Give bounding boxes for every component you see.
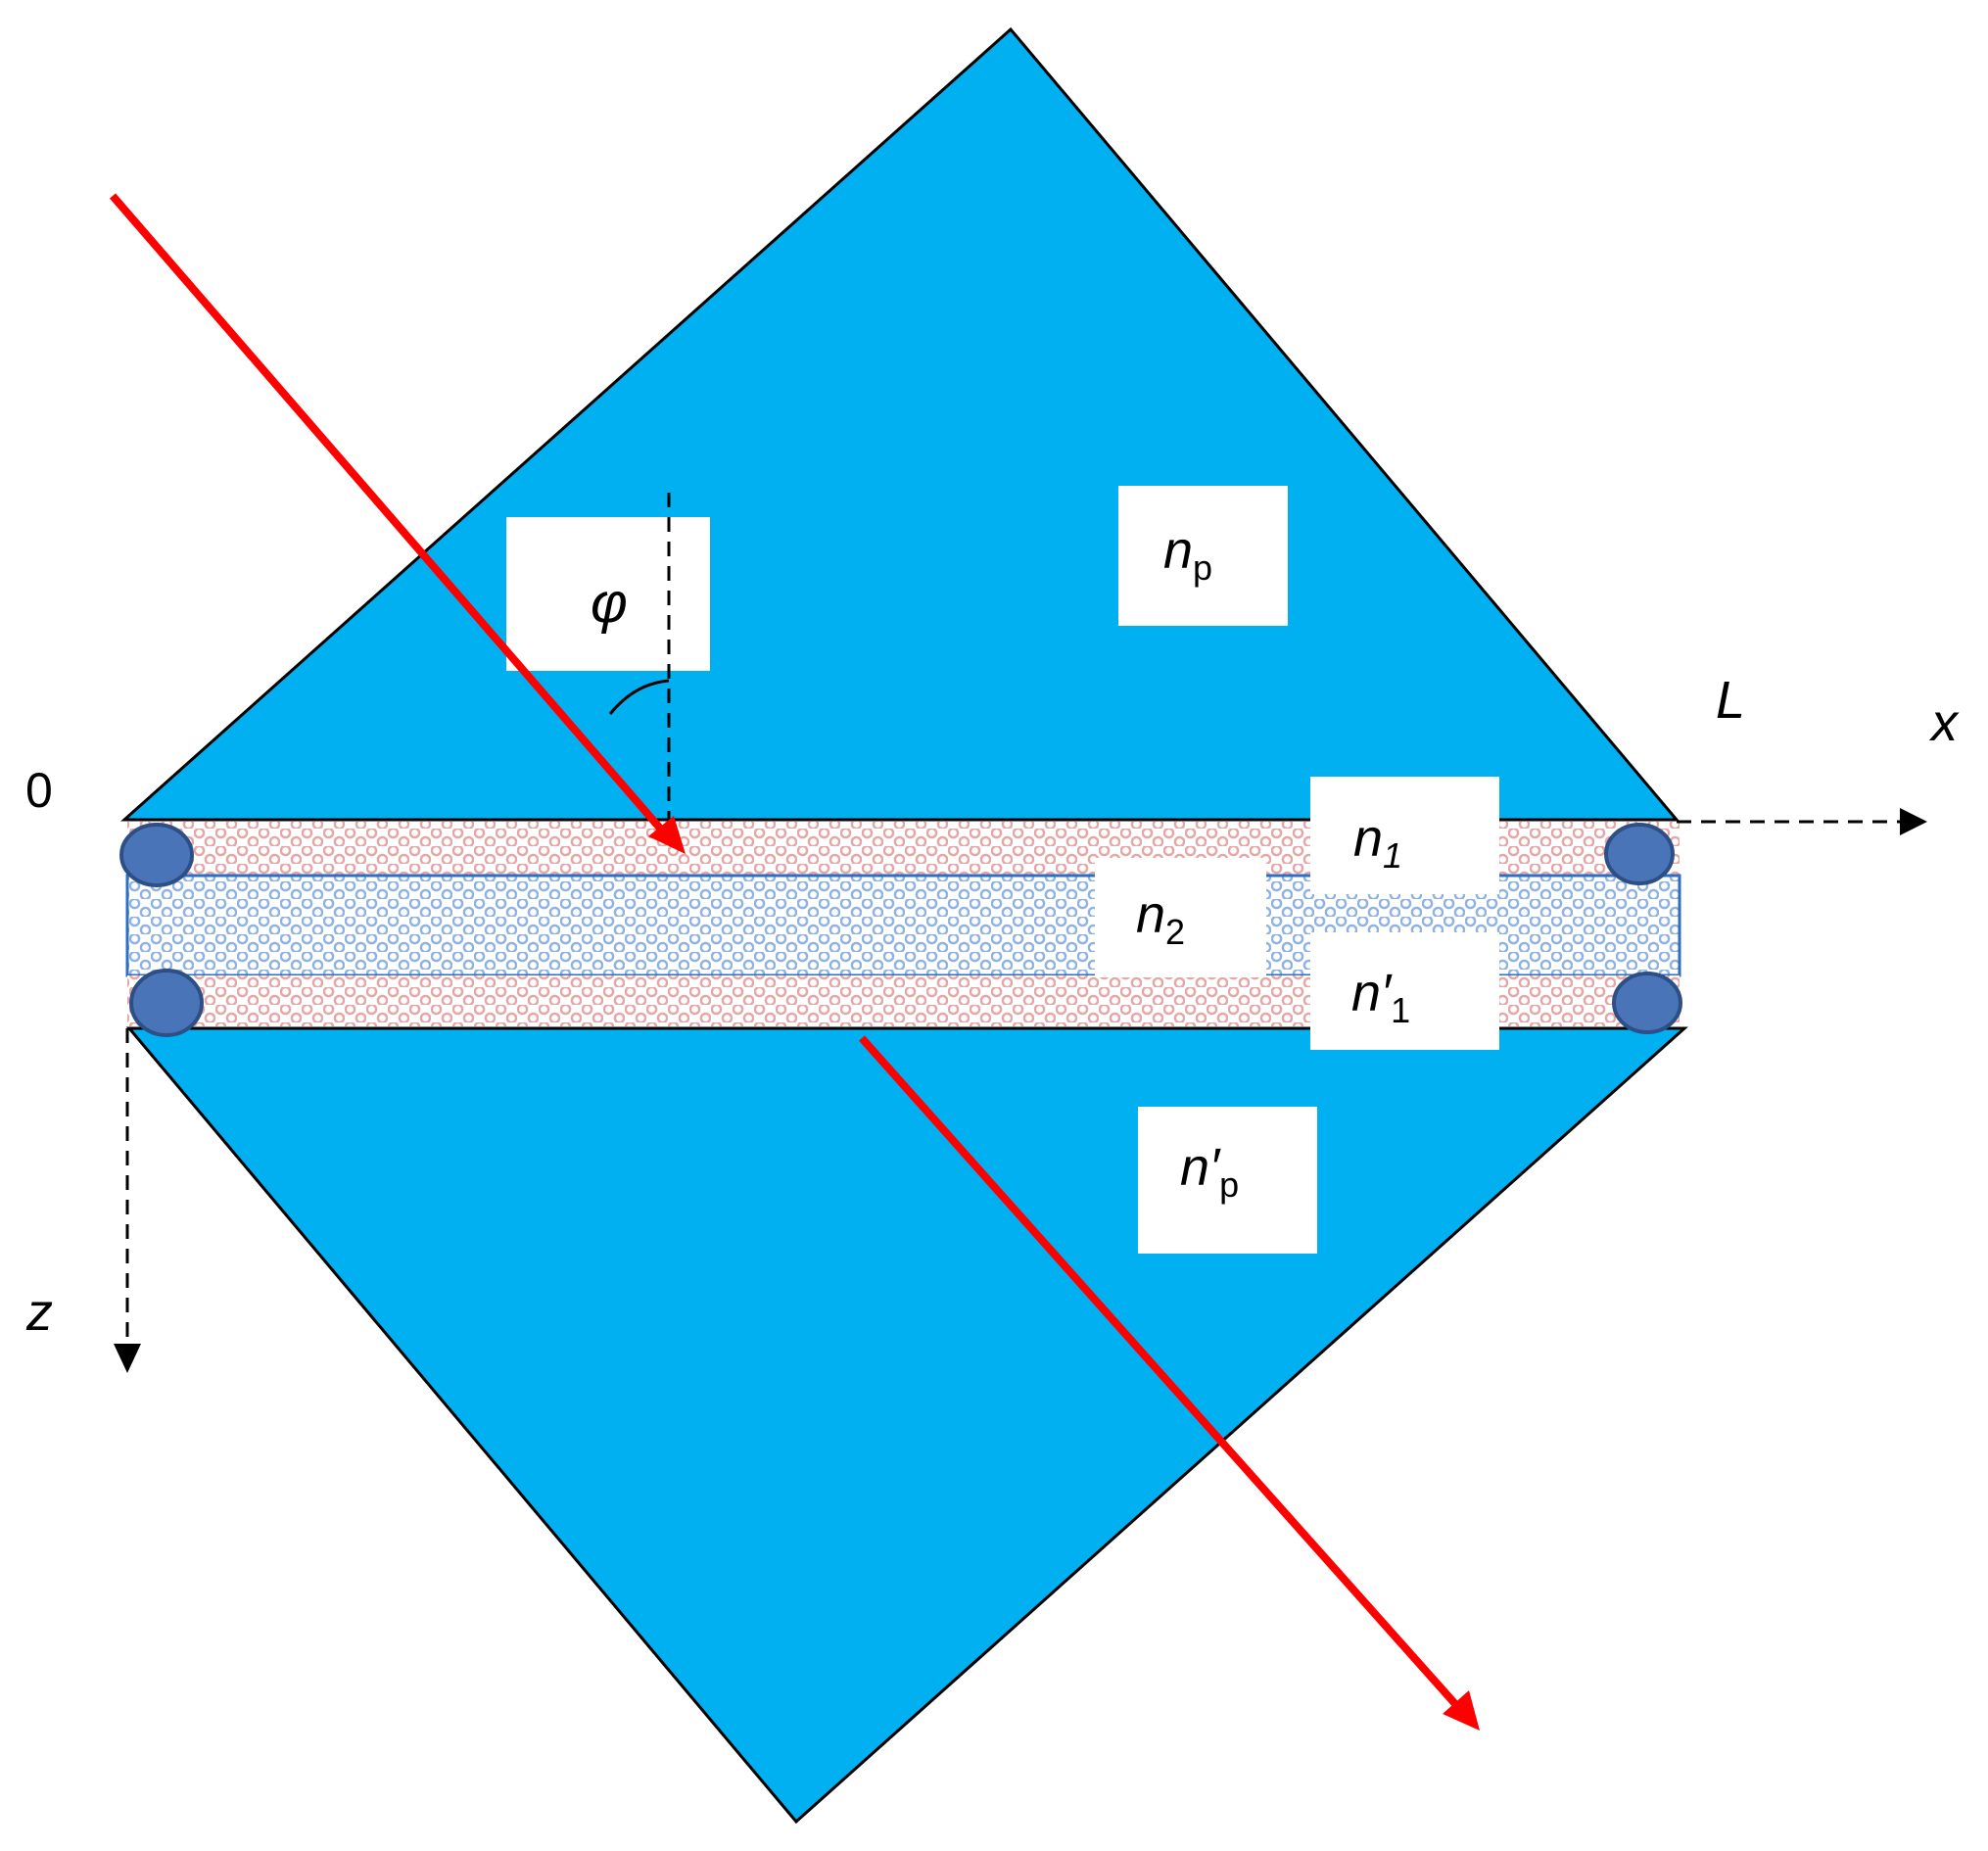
seal-top-right	[1604, 823, 1675, 885]
transmitted-ray-arrowhead	[1443, 1690, 1480, 1731]
n1-prime-label-box	[1310, 932, 1499, 1050]
np-prime-label-box	[1138, 1107, 1317, 1254]
n1-label: n1	[1353, 809, 1402, 876]
np-prime-label: n′p	[1180, 1138, 1239, 1205]
angle-label-box	[506, 517, 710, 671]
seal-bottom-left	[129, 969, 204, 1037]
z-axis-arrowhead	[114, 1344, 141, 1373]
seal-bottom-right	[1612, 972, 1682, 1034]
angle-arc	[608, 679, 670, 715]
x-axis-arrowhead	[1900, 808, 1927, 835]
angle-label: φ	[591, 571, 628, 635]
np-label: np	[1163, 521, 1212, 588]
seal-top-left	[119, 823, 194, 887]
transmitted-ray	[859, 1035, 1459, 1708]
np-label-box	[1118, 486, 1288, 626]
upper-prism	[120, 26, 1680, 822]
n1-prime-label: n′1	[1351, 964, 1410, 1030]
n2-label-box	[1095, 858, 1266, 977]
incident-ray-arrowhead	[648, 816, 686, 854]
incident-ray	[109, 193, 666, 833]
n2-label: n2	[1136, 885, 1185, 952]
x-axis-label: x	[1928, 693, 1960, 752]
z-axis-label: z	[25, 1283, 53, 1342]
n1-label-box	[1310, 777, 1499, 894]
origin-label: 0	[25, 763, 53, 818]
length-label: L	[1716, 671, 1745, 730]
